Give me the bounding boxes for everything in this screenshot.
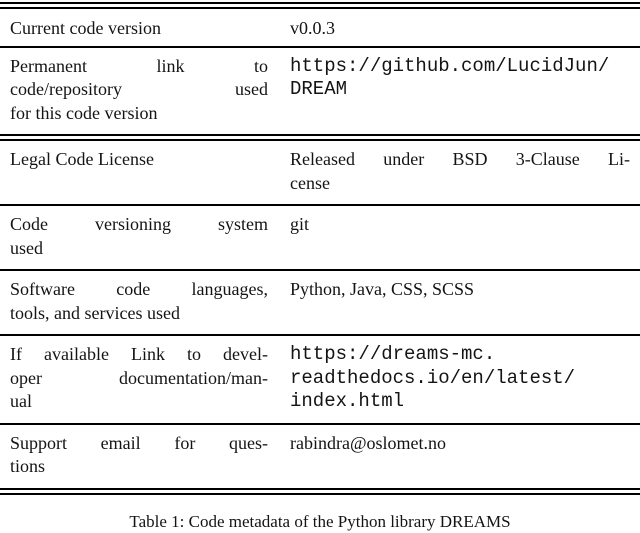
text-line: Released under BSD 3-Clause Li- [290,149,630,169]
text-line: ual [10,391,32,411]
text-line: Code versioning system [10,214,268,234]
text-line: Software code languages, [10,279,268,299]
metadata-value: Released under BSD 3-Clause Li-cense [290,148,630,195]
table-row-legal-license: Legal Code License Released under BSD 3-… [0,141,640,204]
table-row-permanent-link: Permanent link to code/repository used for… [0,48,640,135]
support-email: rabindra@oslomet.no [290,432,630,479]
text-line: Python, Java, CSS, SCSS [290,279,475,299]
metadata-label: If available Link to devel-oper document… [10,343,268,414]
text-line: https://github.com/LucidJun/ [290,54,610,77]
repository-url: https://github.com/LucidJun/DREAM [290,55,630,126]
metadata-value: v0.0.3 [290,17,630,41]
text-line: tools, and services used [10,302,180,323]
table-row-current-code-version: Current code version v0.0.3 [0,9,640,46]
text-line: Legal Code License [10,149,154,169]
text-line: for this code version [10,102,158,123]
metadata-label: Current code version [10,17,268,41]
text-line: DREAM [290,78,348,100]
row-divider-rule [0,45,640,48]
code-metadata-table: Current code version v0.0.3 Permanent li… [0,2,640,495]
text-line: index.html [290,390,405,412]
text-line: Permanent link to [10,55,268,76]
metadata-label: Legal Code License [10,148,268,195]
table-row-languages-tools: Software code languages, tools, and servi… [0,271,640,334]
metadata-label: Software code languages, tools, and servi… [10,278,268,325]
metadata-label: Support email for ques-tions [10,432,268,479]
text-line: git [290,214,310,234]
text-line: cense [290,172,330,193]
text-line: https://dreams-mc. [290,343,496,365]
metadata-label: Permanent link to code/repository used for… [10,55,268,126]
text-line: v0.0.3 [290,18,335,38]
text-line: readthedocs.io/en/latest/ [290,366,576,389]
text-line: If available Link to devel- [10,344,268,364]
metadata-value: git [290,213,630,260]
table-caption: Table 1: Code metadata of the Python lib… [129,511,511,531]
text-line: oper documentation/man- [10,367,268,388]
text-line: tions [10,456,46,476]
text-line: rabindra@oslomet.no [290,432,447,453]
row-divider-rule [0,422,640,425]
metadata-value: Python, Java, CSS, SCSS [290,278,630,325]
table-row-support-email: Support email for ques-tions rabindra@os… [0,425,640,488]
metadata-label: Code versioning system used [10,213,268,260]
text-line: code/repository used [10,79,268,99]
section-double-rule [0,134,640,141]
row-divider-rule [0,334,640,336]
text-line: used [10,237,43,258]
row-divider-rule [0,204,640,206]
text-line: Current code version [10,18,161,38]
table-row-versioning-system: Code versioning system used git [0,206,640,269]
row-divider-rule [0,269,640,271]
documentation-url: https://dreams-mc.readthedocs.io/en/late… [290,343,630,414]
table-top-double-rule [0,2,640,9]
text-line: Support email for ques- [10,432,268,453]
table-bottom-double-rule [0,487,640,495]
table-row-documentation-link: If available Link to devel-oper document… [0,336,640,423]
